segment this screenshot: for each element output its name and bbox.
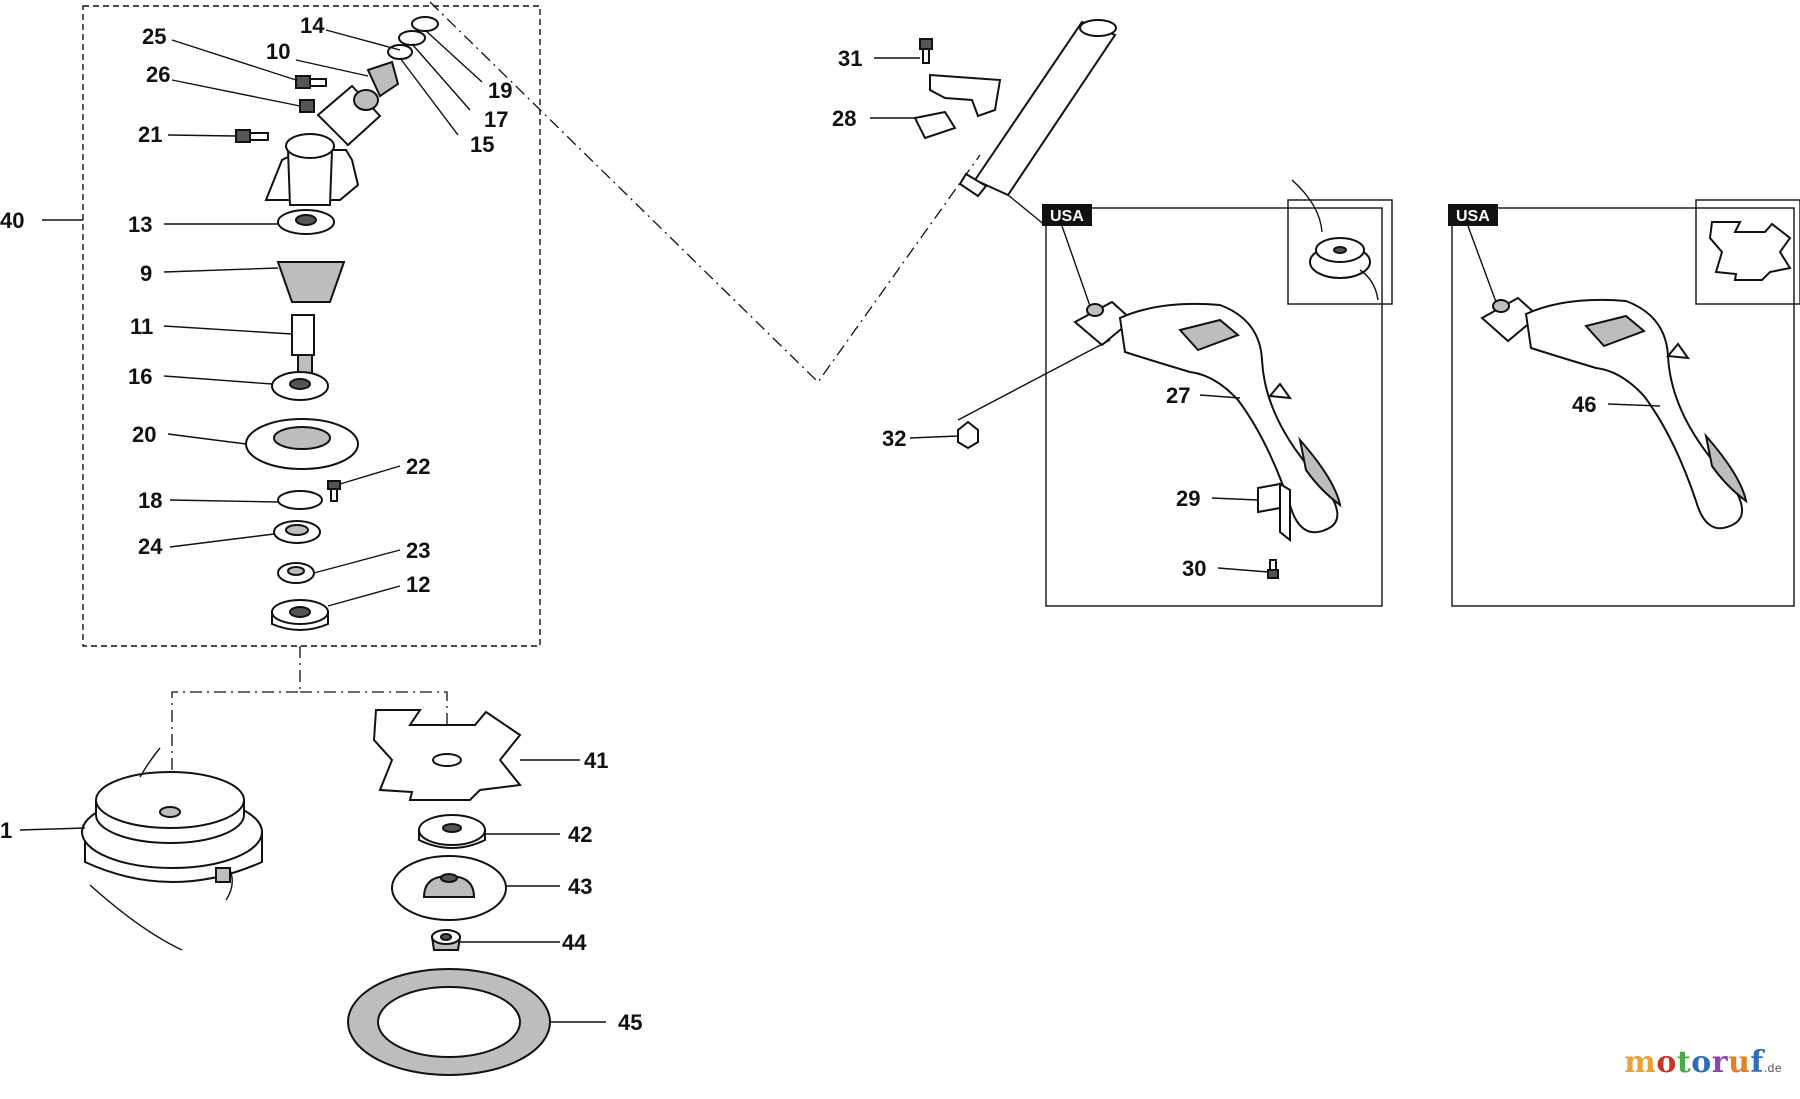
label-21: 21 — [138, 122, 162, 147]
part-30-screw — [1267, 559, 1279, 579]
label-40: 40 — [0, 208, 24, 233]
label-42: 42 — [568, 822, 592, 847]
part-24-spacer — [273, 520, 321, 544]
leader-lines — [19, 29, 1661, 1023]
part-25-bolt — [295, 75, 327, 89]
part-13-bearing — [277, 209, 335, 235]
logo-letter: u — [1728, 1045, 1751, 1080]
logo-letter: t — [1676, 1045, 1692, 1080]
inset-trimmer-head — [1291, 179, 1379, 301]
part-27-handle — [1073, 300, 1342, 534]
label-43: 43 — [568, 874, 592, 899]
head-connector-line-right — [300, 691, 448, 725]
usa-tag-right-text: USA — [1456, 208, 1490, 225]
handle-box-left — [1045, 207, 1383, 607]
part-26-bolt — [299, 99, 315, 113]
part-32-nut — [957, 420, 979, 450]
label-9: 9 — [140, 261, 152, 286]
label-1: 1 — [0, 818, 12, 843]
part-46-handle — [1480, 296, 1748, 530]
logo-letter: r — [1711, 1045, 1729, 1080]
label-27: 27 — [1166, 383, 1190, 408]
inset-trimmer-head-box — [1287, 199, 1393, 305]
part-45-guard-ring — [347, 968, 551, 1076]
logo-letter: f — [1750, 1045, 1764, 1080]
label-24: 24 — [138, 534, 163, 559]
logo-letter: o — [1656, 1045, 1677, 1080]
label-44: 44 — [562, 930, 587, 955]
drive-shaft-tube — [958, 19, 1117, 198]
part-18-snap-ring — [277, 490, 323, 510]
inset-blade — [1708, 221, 1792, 281]
label-30: 30 — [1182, 556, 1206, 581]
label-14: 14 — [300, 13, 325, 38]
part-28-bracket — [913, 73, 1002, 140]
label-23: 23 — [406, 538, 430, 563]
gear-housing — [264, 84, 382, 206]
part-20-cover — [245, 418, 359, 470]
part-43-cup — [391, 855, 507, 921]
part-23-washer — [277, 562, 315, 584]
part-29-plate — [1257, 482, 1291, 543]
part-9-gear — [276, 261, 346, 303]
label-26: 26 — [146, 62, 170, 87]
label-41: 41 — [584, 748, 608, 773]
part-10-bevel-gear — [366, 60, 400, 98]
label-29: 29 — [1176, 486, 1200, 511]
label-45: 45 — [618, 1010, 642, 1035]
label-19: 19 — [488, 78, 512, 103]
label-13: 13 — [128, 212, 152, 237]
label-22: 22 — [406, 454, 430, 479]
label-10: 10 — [266, 39, 290, 64]
assembly-40-box — [82, 5, 541, 647]
label-25: 25 — [142, 24, 166, 49]
part-44-nut — [430, 929, 462, 951]
part-31-screw — [919, 38, 933, 64]
part-16-bearing — [271, 371, 329, 401]
part-42-spacer — [418, 814, 486, 849]
handle-box-right — [1451, 207, 1795, 607]
part-21-bolt — [235, 129, 269, 143]
usa-tag-left — [1042, 204, 1092, 226]
logo-suffix: .de — [1763, 1061, 1782, 1075]
label-12: 12 — [406, 572, 430, 597]
label-17: 17 — [484, 107, 508, 132]
label-15: 15 — [470, 132, 494, 157]
label-31: 31 — [838, 46, 862, 71]
logo-letter: o — [1691, 1045, 1712, 1080]
blade-41-center-hole — [432, 753, 462, 767]
logo-letter: m — [1624, 1045, 1657, 1080]
shaft-connector-line — [429, 1, 981, 383]
part-17-washer — [398, 30, 426, 46]
label-11: 11 — [130, 314, 153, 339]
label-18: 18 — [138, 488, 162, 513]
label-32: 32 — [882, 426, 906, 451]
part-22-screw — [327, 480, 341, 502]
part-12-holder — [271, 599, 329, 631]
label-20: 20 — [132, 422, 156, 447]
label-46: 46 — [1572, 392, 1596, 417]
head-connector-line-left — [171, 646, 301, 770]
usa-tag-right — [1448, 204, 1498, 226]
part-19-washer — [411, 16, 439, 32]
label-28: 28 — [832, 106, 856, 131]
usa-tag-left-text: USA — [1050, 208, 1084, 225]
part-1-trimmer-head — [81, 747, 263, 951]
inset-blade-box — [1695, 199, 1800, 305]
part-11-shaft — [291, 314, 315, 378]
label-16: 16 — [128, 364, 152, 389]
motoruf-logo: motoruf.de — [1624, 1045, 1782, 1080]
